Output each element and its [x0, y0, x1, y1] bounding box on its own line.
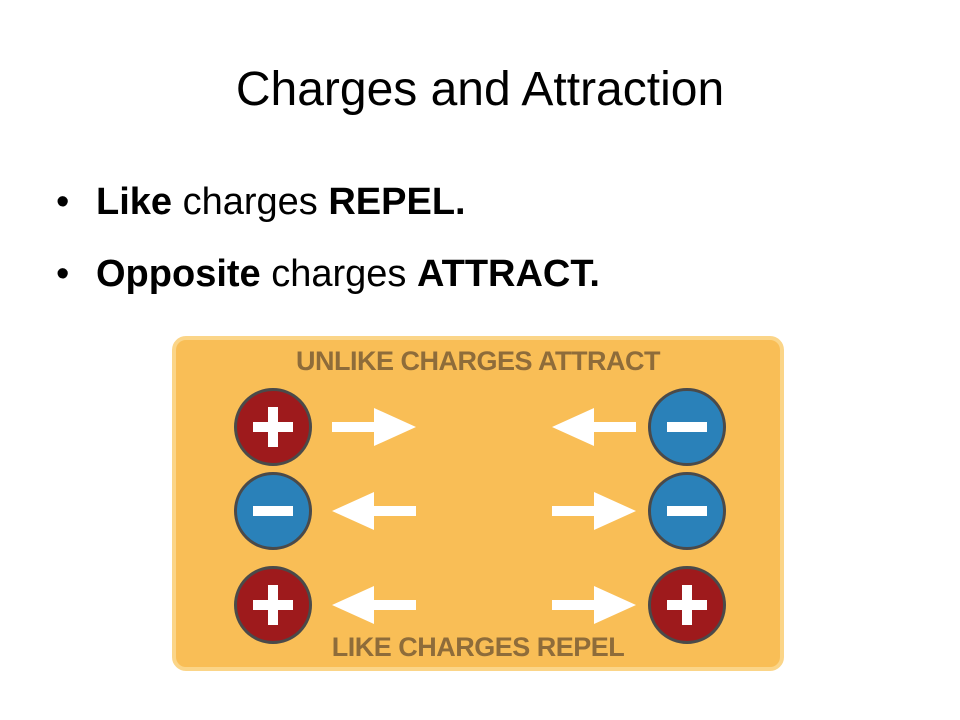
bullet-bold-verb: REPEL.	[328, 181, 466, 223]
bullet-text: charges	[172, 181, 329, 223]
bullet-list: • Like charges REPEL. • Opposite charges A…	[56, 178, 600, 322]
bullet-bold-term: Like	[96, 181, 173, 223]
bullet-dot: •	[56, 253, 70, 295]
bullet-text: charges	[260, 253, 417, 295]
minus-icon	[234, 472, 312, 550]
bullet-bold-verb: ATTRACT.	[417, 253, 600, 295]
unlike-charges-caption: UNLIKE CHARGES ATTRACT	[296, 346, 660, 376]
minus-icon	[648, 388, 726, 466]
arrow-right-icon	[552, 492, 636, 530]
arrow-left-icon	[332, 586, 416, 624]
arrow-left-icon	[552, 408, 636, 446]
arrow-right-icon	[332, 408, 416, 446]
slide-title: Charges and Attraction	[235, 63, 725, 116]
bullet-item: • Like charges REPEL.	[56, 178, 600, 226]
plus-icon	[648, 566, 726, 644]
arrow-left-icon	[332, 492, 416, 530]
plus-icon	[234, 388, 312, 466]
bullet-bold-term: Opposite	[96, 253, 261, 295]
arrow-right-icon	[552, 586, 636, 624]
charges-diagram: UNLIKE CHARGES ATTRACT LIKE CHARGES REPE…	[172, 336, 784, 671]
bullet-item: • Opposite charges ATTRACT.	[56, 250, 600, 298]
minus-icon	[648, 472, 726, 550]
like-charges-caption: LIKE CHARGES REPEL	[331, 632, 625, 662]
bullet-dot: •	[56, 181, 70, 223]
plus-icon	[234, 566, 312, 644]
